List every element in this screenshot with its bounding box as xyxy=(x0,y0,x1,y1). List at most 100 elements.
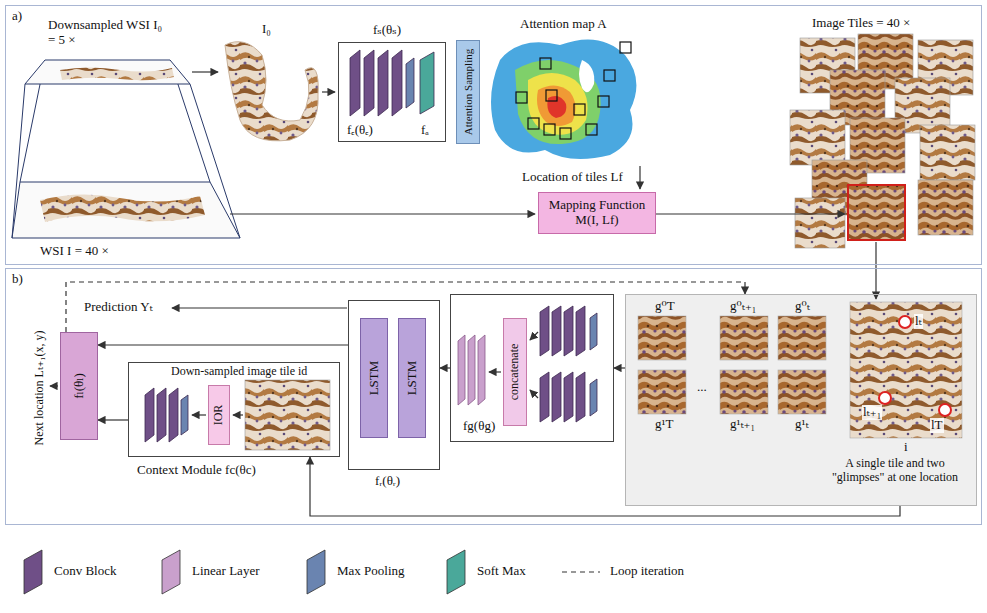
illustration-part xyxy=(458,335,465,405)
legend-line xyxy=(560,548,604,596)
node-text: fₐ xyxy=(421,123,429,138)
legend-swatch xyxy=(305,548,329,596)
illustration-part xyxy=(598,96,609,107)
illustration-part xyxy=(778,370,826,414)
illustration-part xyxy=(564,372,573,422)
text-label: Prediction Yₜ xyxy=(84,300,153,315)
illustration-part xyxy=(546,90,557,101)
illustration-part xyxy=(233,414,243,415)
illustration-part xyxy=(795,198,845,248)
process-box: concatenate xyxy=(503,318,527,426)
module-box: fᵣ(θᵣ)LSTMLSTM xyxy=(348,300,440,470)
illustration-part xyxy=(850,302,962,438)
location-marker xyxy=(879,316,951,416)
text-label: Attention map A xyxy=(520,17,607,32)
legend-text: Soft Max xyxy=(477,564,526,579)
node-text: M(I, Lf) xyxy=(575,213,618,228)
illustration-part xyxy=(491,39,636,159)
illustration-part xyxy=(181,395,188,435)
illustration-part xyxy=(528,73,588,135)
illustration-part xyxy=(540,58,551,69)
text-label: Next location Lₜ₊₁(x, y) xyxy=(33,331,47,446)
panel: A single tile and two "glimpses" at one … xyxy=(625,294,977,506)
illustration-part xyxy=(169,388,178,442)
illustration-part xyxy=(875,242,876,299)
illustration-part xyxy=(420,52,434,114)
conv-blocks xyxy=(145,306,597,442)
illustration-part xyxy=(378,50,388,116)
illustration-part xyxy=(576,306,585,356)
illustration-part xyxy=(537,85,576,126)
illustration-part xyxy=(145,388,154,442)
illustration-part xyxy=(25,60,190,84)
illustration-part xyxy=(530,390,538,398)
lstm-layer: LSTM xyxy=(398,318,426,438)
text-label: g⁰ₜ₊₁ xyxy=(730,299,756,314)
illustration-part xyxy=(489,371,501,372)
illustration-part xyxy=(516,92,527,103)
text-label: Image Tiles = 40 × xyxy=(812,16,910,31)
text-label: g¹ₜ xyxy=(795,417,809,432)
node-text: A single tile and two "glimpses" at one … xyxy=(819,457,971,485)
module-box: fg(θg) concatenate xyxy=(450,294,614,442)
illustration-part xyxy=(920,125,975,180)
illustration-part xyxy=(576,372,585,422)
illustration-part xyxy=(40,194,205,222)
lstm-layer: LSTM xyxy=(360,318,388,438)
illustration-part xyxy=(192,414,206,415)
illustration-part xyxy=(350,50,360,116)
illustration-part xyxy=(638,370,686,414)
illustration-part xyxy=(60,68,174,81)
illustration-part xyxy=(552,306,561,356)
node-text: fₛ(θₛ) xyxy=(373,23,401,38)
node-text: Mapping Function xyxy=(549,198,645,213)
node-text: LSTM xyxy=(367,361,382,396)
text-label: lₜ xyxy=(914,314,923,329)
process-box: IOR xyxy=(208,385,230,445)
illustration-part xyxy=(656,213,845,214)
legend-swatch xyxy=(445,548,469,596)
illustration-part xyxy=(564,306,573,356)
node-text: a) xyxy=(12,9,22,24)
glimpse-images xyxy=(638,302,962,438)
text-label: g⁰T xyxy=(655,299,675,314)
node-text: Context Module fc(θc) xyxy=(137,463,256,478)
node-text: concatenate xyxy=(508,344,522,401)
illustration-part xyxy=(406,58,414,108)
illustration-part xyxy=(392,50,402,116)
illustration-part xyxy=(364,50,374,116)
node-text: IOR xyxy=(212,405,226,426)
illustration-part xyxy=(638,316,686,360)
text-label: Location of tiles Lf xyxy=(522,170,623,185)
illustration-part xyxy=(560,128,571,139)
illustration-part xyxy=(468,335,475,405)
legend-text: Max Pooling xyxy=(337,564,405,579)
module-box: Down-sampled image tile idContext Module… xyxy=(128,362,340,457)
illustration-part xyxy=(620,42,631,53)
legend-swatch xyxy=(160,548,184,596)
illustration-part xyxy=(230,213,535,214)
illustration-part xyxy=(899,316,911,328)
illustration-part xyxy=(790,110,845,165)
node-text: b) xyxy=(12,272,23,287)
illustration-part xyxy=(918,180,973,235)
illustration-part xyxy=(574,104,585,115)
illustration-part xyxy=(322,91,335,92)
legend-text: Loop iteration xyxy=(610,564,684,579)
process-box: Attention Sampling xyxy=(456,40,480,144)
conv-blocks xyxy=(350,50,434,116)
illustration-part xyxy=(190,84,240,238)
connector-arrow xyxy=(440,367,450,368)
illustration-part xyxy=(579,60,594,92)
module-box: fₛ(θₛ)fₑ(θₑ)fₐ xyxy=(338,42,446,142)
node-text: Down-sampled image tile id xyxy=(171,365,307,379)
image-tiles xyxy=(790,34,975,248)
text-label: g¹T xyxy=(655,417,673,432)
linear-layer: fₗ(θₗ) xyxy=(60,332,98,440)
text-label: lT xyxy=(930,418,944,433)
node-text: fg(θg) xyxy=(463,419,495,434)
legend-swatch xyxy=(22,548,46,596)
illustration-part xyxy=(12,84,25,238)
text-label: Downsampled WSI I₀ = 5 × xyxy=(48,18,168,48)
